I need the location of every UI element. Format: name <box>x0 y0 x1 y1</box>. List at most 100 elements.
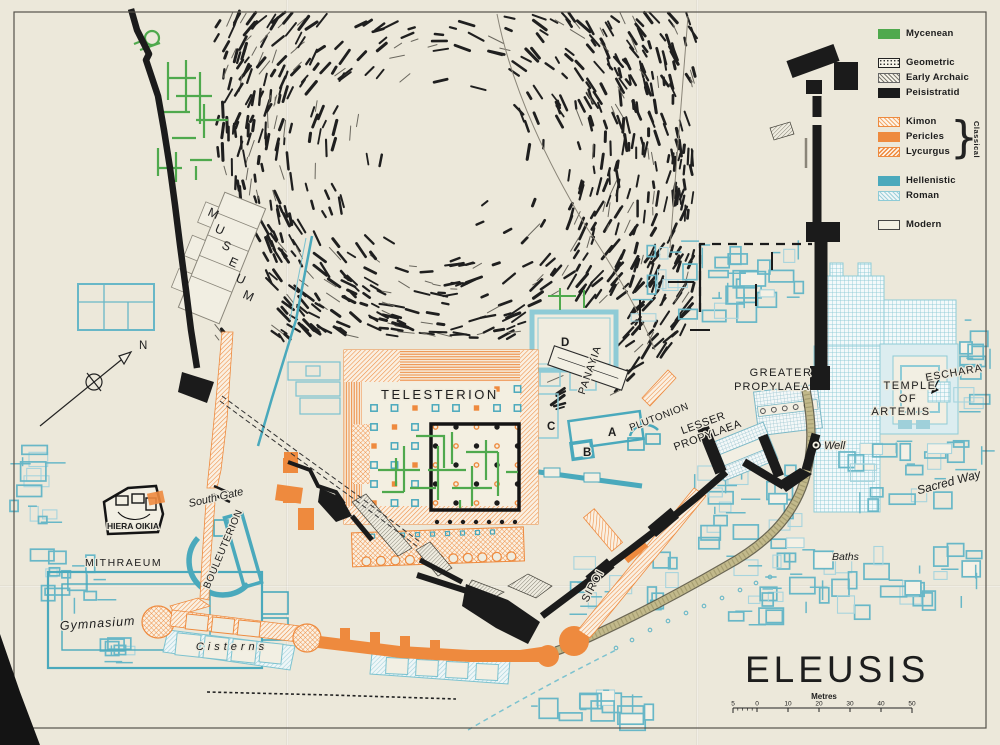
legend-swatch-lycurgus <box>878 146 900 157</box>
legend-swatch-early-archaic <box>878 72 900 83</box>
fold-crease-horizontal <box>0 585 1000 588</box>
legend-swatch-pericles <box>878 131 900 142</box>
legend-swatch-roman <box>878 190 900 201</box>
legend-item-kimon: Kimon <box>878 114 998 129</box>
legend-item-peisistratid: Peisistratid <box>878 85 998 100</box>
greater-propylaea-label-2: PROPYLAEA <box>734 381 810 393</box>
legend-label: Roman <box>906 190 940 201</box>
temple-artemis-label-1: TEMPLE <box>883 380 936 392</box>
telesterion-platform <box>343 349 539 525</box>
classical-brace: } <box>950 112 978 163</box>
cisterns-label: Cisterns <box>196 641 268 653</box>
telesterion-label: TELESTERION <box>381 387 499 402</box>
map-title: ELEUSIS <box>745 649 929 690</box>
town-cluster <box>838 439 995 514</box>
cisterns-structure <box>162 629 296 671</box>
temple-artemis-label-2: OF <box>899 393 917 405</box>
plutonion-cave <box>628 423 659 437</box>
town-cluster <box>9 444 66 525</box>
round-tower <box>292 623 322 653</box>
fold-crease-vertical-right <box>696 0 699 745</box>
mithraeum-label: MITHRAEUM <box>85 557 162 569</box>
scale-tick-label: 5 <box>731 701 735 708</box>
panayia-chapel <box>547 345 629 391</box>
peisistratid-telesterion-outline <box>429 422 521 512</box>
north-label: N <box>139 340 147 352</box>
legend-item-hellenistic: Hellenistic <box>878 173 998 188</box>
legend-label: Lycurgus <box>906 146 951 157</box>
town-cluster <box>727 542 983 626</box>
stoa-and-rooms <box>523 393 661 489</box>
scale-tick-label: 50 <box>908 701 916 708</box>
hiera-oikia-label: HIERA OIKIA <box>107 521 159 531</box>
museum-label-letter: M <box>206 205 221 222</box>
legend-item-roman: Roman <box>878 188 998 203</box>
room-c-label: C <box>547 421 555 433</box>
legend-swatch-hellenistic <box>878 175 900 186</box>
legend-label: Modern <box>906 219 942 230</box>
north-arrow <box>39 350 133 427</box>
early-archaic-terraces <box>351 121 795 603</box>
town-cluster <box>569 551 679 616</box>
legend-item-lycurgus: Lycurgus <box>878 144 998 159</box>
temple-artemis-label-3: ARTEMIS <box>871 406 930 418</box>
map-symbols <box>39 350 940 450</box>
legend-label: Kimon <box>906 116 937 127</box>
legend-label: Early Archaic <box>906 72 969 83</box>
legend-item-modern: Modern <box>878 217 998 232</box>
museum-label-letter: M <box>241 287 256 304</box>
legend-label: Mycenean <box>906 28 954 39</box>
town-cluster <box>630 240 805 323</box>
room-d-label: D <box>561 337 569 349</box>
scale-tick-label: 0 <box>755 701 759 708</box>
gymnasium-label: Gymnasium <box>59 614 135 633</box>
bouleuterion-building <box>186 510 264 598</box>
greater-propylaea-label-1: GREATER <box>750 367 813 379</box>
round-tower <box>141 605 175 639</box>
legend-label: Pericles <box>906 131 945 142</box>
legend-item-geometric: Geometric <box>878 55 998 70</box>
dashed-road <box>467 649 617 731</box>
south-gate-label: South Gate <box>188 486 245 510</box>
legend-swatch-kimon <box>878 116 900 127</box>
round-tower <box>559 626 589 656</box>
well-icon <box>811 440 821 450</box>
peisistratid-walls <box>127 8 858 700</box>
scale-tick-label: 20 <box>815 701 823 708</box>
round-tower <box>537 645 559 667</box>
classical-group-label: Classical <box>972 121 981 159</box>
room-b-label: B <box>583 447 591 459</box>
baths-label: Baths <box>832 551 860 563</box>
legend-swatch-mycenean <box>878 28 900 39</box>
legend-swatch-modern <box>878 219 900 230</box>
map-labels: TELESTERION PANAYIA D C A B PLUTONION LE… <box>58 205 985 690</box>
dotted-road <box>613 574 773 651</box>
hillside-rock-hatching <box>213 9 699 411</box>
well-label: Well <box>824 440 846 452</box>
roman-court <box>813 262 959 513</box>
legend-item-early-archaic: Early Archaic <box>878 70 998 85</box>
mycenean-walls <box>133 29 585 508</box>
legend-label: Peisistratid <box>906 87 960 98</box>
legend-label: Hellenistic <box>906 175 956 186</box>
scale-unit-label: Metres <box>811 692 837 701</box>
legend-label: Geometric <box>906 57 955 68</box>
map-neatline <box>13 11 987 729</box>
eschara-arrow <box>931 378 940 394</box>
ancient-town-blocks <box>9 240 995 732</box>
scale-tick-label: 30 <box>846 701 854 708</box>
legend-item-mycenean: Mycenean <box>878 26 998 41</box>
town-cluster <box>531 689 655 732</box>
scale-tick-label: 10 <box>784 701 792 708</box>
town-cluster <box>953 319 991 413</box>
legend-swatch-peisistratid <box>878 87 900 98</box>
modern-footpaths <box>496 13 808 351</box>
scale-tick-label: 40 <box>877 701 885 708</box>
temple-of-artemis-terrace <box>879 343 959 435</box>
legend-swatch-geometric <box>878 57 900 68</box>
